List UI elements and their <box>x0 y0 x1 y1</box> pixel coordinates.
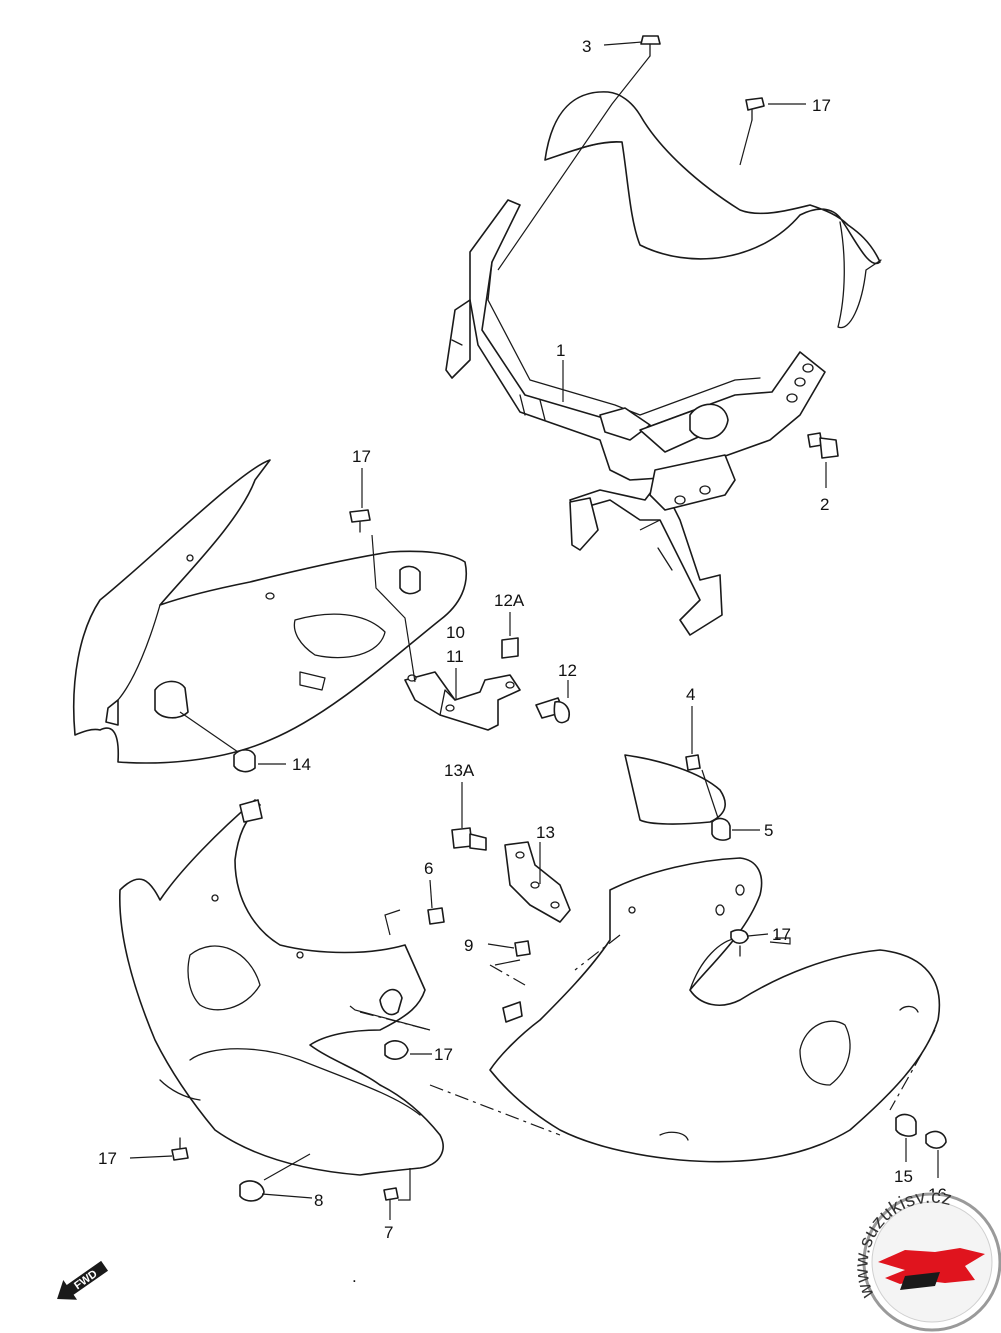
sv-mark-icon <box>878 1248 985 1284</box>
callout-14: 14 <box>292 755 311 774</box>
callout-3: 3 <box>582 37 591 56</box>
fasteners <box>171 35 947 1202</box>
callout-labels: 3 17 1 2 17 12A 10 11 12 14 4 5 13A 13 6… <box>98 37 947 1242</box>
callout-6: 6 <box>424 859 433 878</box>
callout-17-center: 17 <box>434 1045 453 1064</box>
stray-dot: . <box>352 1267 357 1286</box>
suzukisv-logo: www.suzukisv.cz <box>851 1186 1001 1332</box>
upper-cowling-left <box>72 459 467 764</box>
leader-lines <box>129 41 939 1220</box>
lower-bracket <box>504 841 571 923</box>
forward-arrow: FWD <box>57 1260 109 1300</box>
callout-8: 8 <box>314 1191 323 1210</box>
callout-2: 2 <box>820 495 829 514</box>
callout-10: 10 <box>446 623 465 642</box>
callout-4: 4 <box>686 685 695 704</box>
callout-17-top: 17 <box>812 96 831 115</box>
cowling-brace <box>445 199 826 636</box>
cowling-bracket <box>404 671 521 731</box>
callout-9: 9 <box>464 936 473 955</box>
callout-1: 1 <box>556 341 565 360</box>
callout-15: 15 <box>894 1167 913 1186</box>
assembly-lines <box>359 934 936 1136</box>
callout-7: 7 <box>384 1223 393 1242</box>
callout-12a: 12A <box>494 591 525 610</box>
windscreen <box>544 91 882 329</box>
callout-17-right: 17 <box>772 925 791 944</box>
callout-11: 11 <box>446 647 464 666</box>
lower-cowling-front <box>118 799 444 1176</box>
callout-13a: 13A <box>444 761 475 780</box>
forward-arrow-icon <box>57 1260 109 1300</box>
callout-13: 13 <box>536 823 555 842</box>
under-cowling-rear <box>489 754 941 1163</box>
callout-17-left: 17 <box>98 1149 117 1168</box>
callout-12: 12 <box>558 661 577 680</box>
callout-17-mid: 17 <box>352 447 371 466</box>
callout-5: 5 <box>764 821 773 840</box>
